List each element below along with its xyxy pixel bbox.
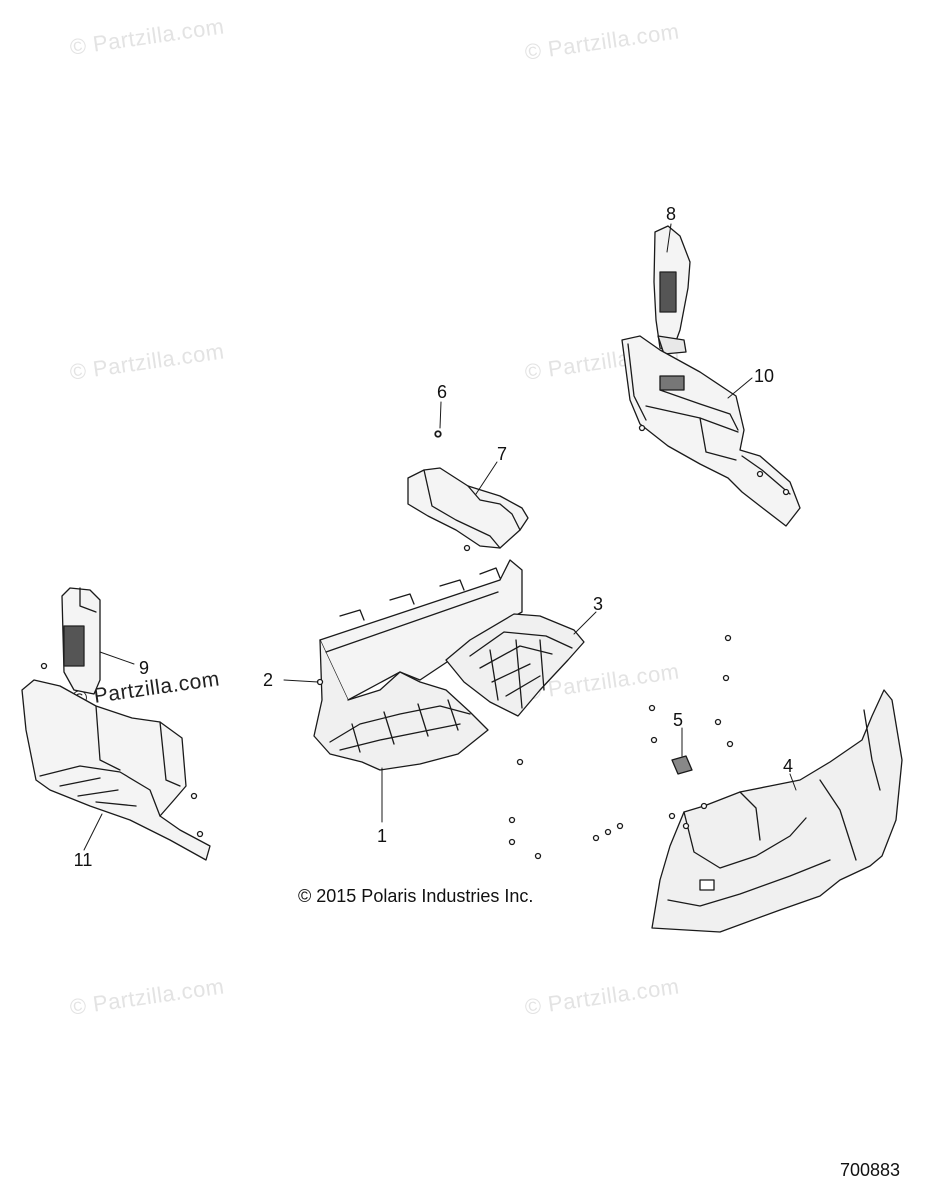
callout-5: 5: [672, 710, 683, 730]
diagram-number: 700883: [840, 1160, 901, 1180]
callout-2: 2: [262, 670, 273, 690]
copyright-notice: © 2015 Polaris Industries Inc.: [298, 886, 534, 906]
leader-lines: [83, 223, 797, 851]
part-8-shape: [653, 225, 691, 355]
part-3-shape: [445, 613, 585, 717]
callout-11: 11: [73, 850, 93, 870]
fastener-dots: [40, 424, 790, 860]
part-4-shape: [651, 689, 903, 933]
callout-9: 9: [138, 658, 149, 678]
callout-7: 7: [496, 444, 507, 464]
callout-4: 4: [782, 756, 793, 776]
part-5-shape: [671, 755, 693, 775]
callout-10: 10: [753, 366, 775, 386]
callout-6: 6: [436, 382, 447, 402]
part-9-shape: [61, 587, 101, 695]
callout-3: 3: [592, 594, 603, 614]
part-10-shape: [621, 335, 801, 527]
callout-8: 8: [665, 204, 676, 224]
part-1-shape: [313, 559, 523, 771]
callout-1: 1: [376, 826, 387, 846]
part-11-shape: [21, 679, 211, 861]
